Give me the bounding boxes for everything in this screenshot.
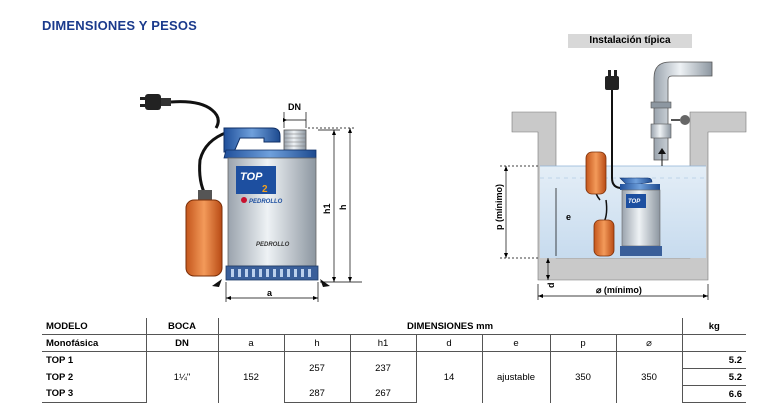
brand-band: PEDROLLO xyxy=(256,242,290,248)
header-boca: BOCA xyxy=(145,318,218,335)
power-plug-icon xyxy=(605,76,619,90)
table-row: TOP 1 1¼" 152 257 237 14 ajustable 350 3… xyxy=(42,351,746,403)
diam-min-label: ⌀ (mínimo) xyxy=(596,285,642,295)
row-model: TOP 1 xyxy=(46,354,74,366)
cell-e: ajustable xyxy=(481,351,550,403)
subheader-dn: DN xyxy=(145,334,218,352)
subheader-h1: h1 xyxy=(349,334,416,352)
dn-label: DN xyxy=(288,102,301,112)
row-kg: 6.6 xyxy=(681,385,746,403)
header-modelo: MODELO xyxy=(42,318,146,335)
cell-diam: 350 xyxy=(615,351,682,403)
d-label: d xyxy=(546,283,556,289)
h-label: h xyxy=(338,205,348,211)
row-model: TOP 3 xyxy=(42,385,146,403)
subheader-a: a xyxy=(217,334,284,352)
subheader-e: e xyxy=(481,334,550,352)
subheader-d: d xyxy=(415,334,482,352)
pump-dimension-drawing: TOP 2 PEDROLLO PEDROLLO xyxy=(140,94,362,302)
subheader-diam: ⌀ xyxy=(615,334,682,352)
p-min-label: p (mínimo) xyxy=(494,184,504,230)
model-mark: TOP xyxy=(240,171,263,183)
row-model: TOP 2 xyxy=(46,371,74,383)
cell-p: 350 xyxy=(549,351,616,403)
model-number: 2 xyxy=(262,184,268,195)
dimension-diagrams: TOP 2 PEDROLLO PEDROLLO xyxy=(140,61,747,302)
a-label: a xyxy=(267,288,273,298)
subheader-p: p xyxy=(549,334,616,352)
subheader-monofasica: Monofásica xyxy=(42,334,146,352)
cell-h-3: 287 xyxy=(283,385,350,403)
header-kg: kg xyxy=(681,318,746,335)
installation-label: Instalación típica xyxy=(568,34,692,48)
installation-model-mark: TOP xyxy=(628,199,641,205)
cell-h1-3: 267 xyxy=(349,385,416,403)
power-plug-icon xyxy=(140,94,171,110)
table-row: TOP 3 287 267 6.6 xyxy=(42,385,746,403)
installation-drawing: TOP p (mínimo) e d ⌀ (mínimo) xyxy=(494,61,747,300)
row-kg: 5.2 xyxy=(681,351,746,369)
table-subheader-row: Monofásica DN a h h1 d e p ⌀ xyxy=(42,334,746,352)
cell-h-12: 257 xyxy=(283,351,350,386)
subheader-h: h xyxy=(283,334,350,352)
h1-label: h1 xyxy=(322,203,332,214)
header-dimensiones: DIMENSIONES mm xyxy=(217,318,682,335)
spec-table: MODELO BOCA DIMENSIONES mm kg Monofásica… xyxy=(42,318,746,403)
float-switch xyxy=(185,190,223,277)
cell-h1-12: 237 xyxy=(349,351,416,386)
e-label: e xyxy=(566,212,571,222)
brand-logo: PEDROLLO xyxy=(249,199,283,205)
cell-dn: 1¼" xyxy=(145,351,218,403)
table-header-row: MODELO BOCA DIMENSIONES mm kg xyxy=(42,318,746,335)
cell-a: 152 xyxy=(217,351,284,403)
cell-d: 14 xyxy=(415,351,482,403)
row-kg: 5.2 xyxy=(681,368,746,386)
page-title: DIMENSIONES Y PESOS xyxy=(42,18,198,33)
table-row: TOP 2 5.2 xyxy=(42,368,746,386)
